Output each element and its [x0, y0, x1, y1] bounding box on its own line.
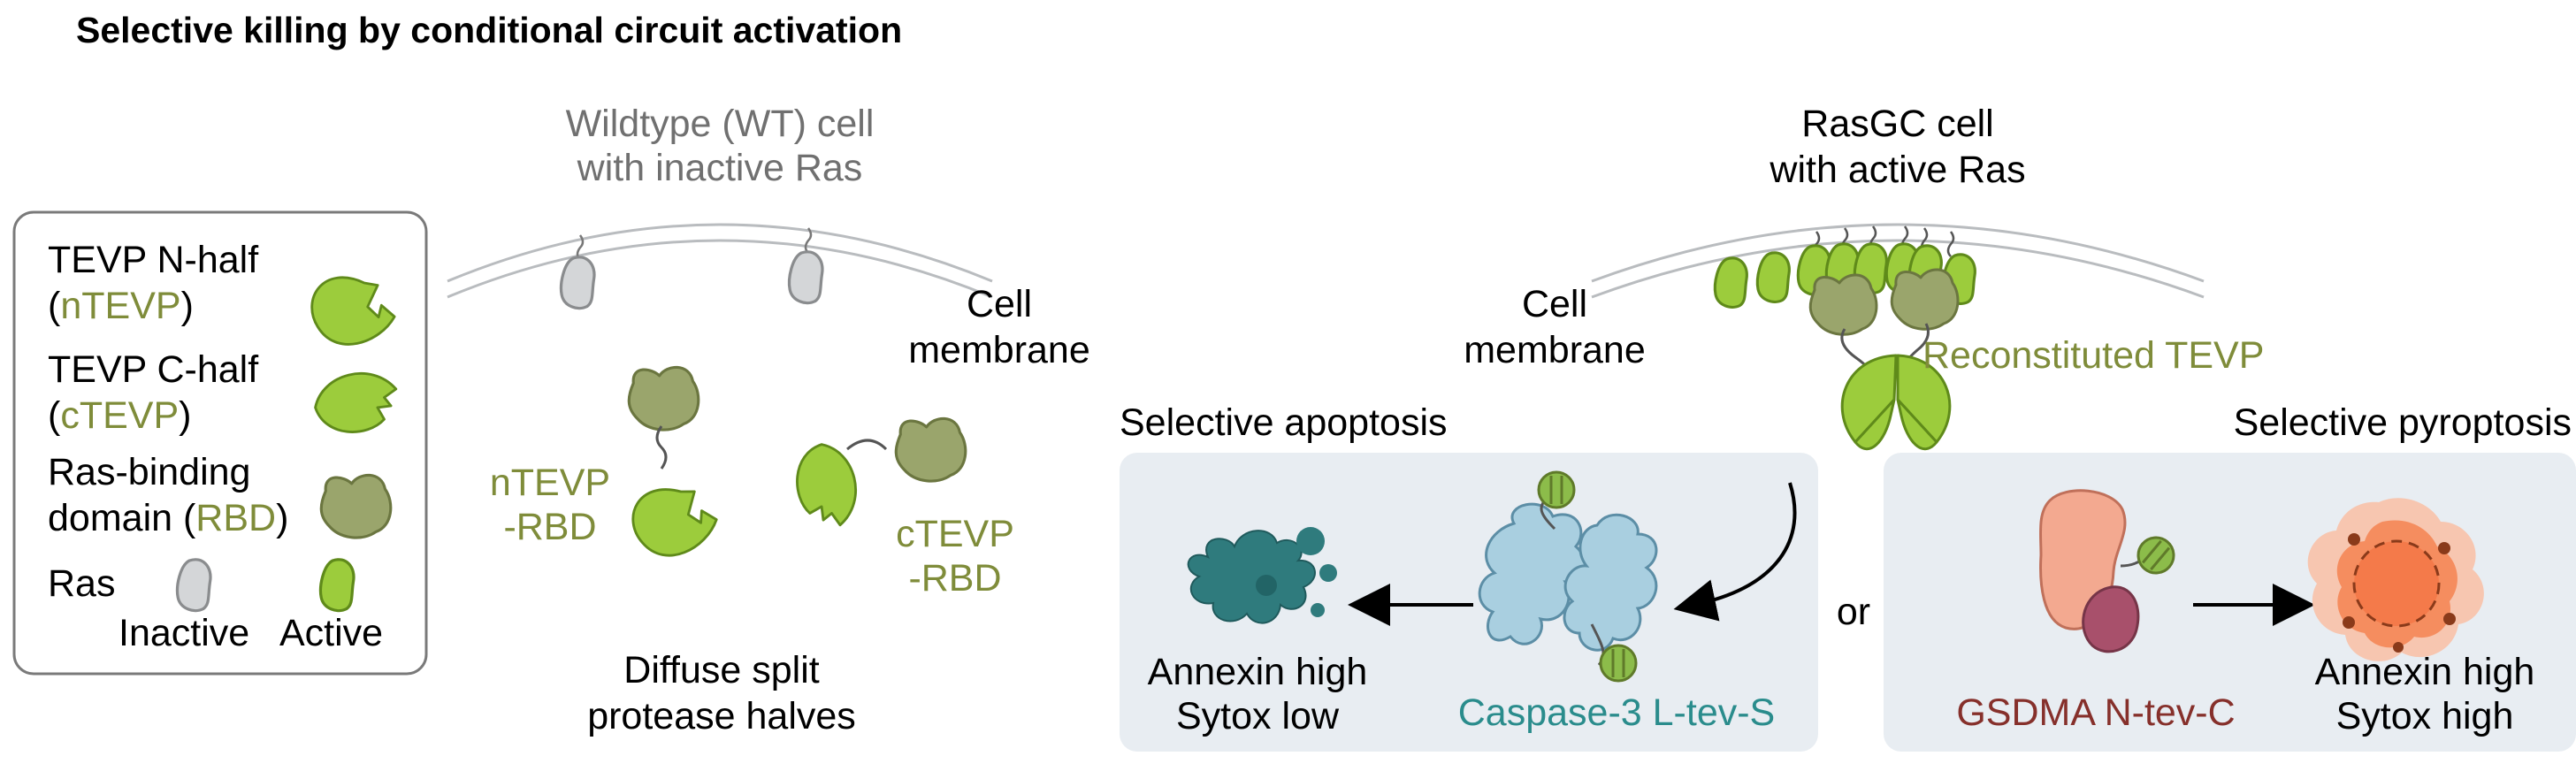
legend-chalf-label: TEVP C-half: [48, 348, 259, 391]
wt-ntevp-rbd-domain: [627, 365, 700, 432]
wt-cell-title-line1: Wildtype (WT) cell: [566, 103, 875, 145]
wt-ras-inactive-2: [787, 250, 824, 305]
pyroptosis-result-line2: Sytox high: [2336, 695, 2514, 737]
reconstituted-tevp: [1840, 354, 1952, 451]
wt-ctevp-half: [796, 443, 858, 527]
gsdma-construct-label: GSDMA N-tev-C: [1956, 691, 2235, 734]
apoptosis-panel: Selective apoptosis Annexin high Sytox l…: [1120, 401, 1818, 752]
legend-active-label: Active: [279, 612, 383, 654]
wt-ctevp-label-line2: -RBD: [908, 557, 1001, 600]
legend-ras-label: Ras: [48, 562, 115, 605]
caspase-cleavage-site-bottom: [1599, 644, 1638, 683]
legend-box: TEVP N-half (nTEVP) TEVP C-half (cTEVP) …: [12, 210, 428, 676]
pyroptosis-result-line1: Annexin high: [2315, 651, 2535, 693]
legend-nhalf-abbr: (nTEVP): [48, 285, 194, 327]
apoptosis-result-line1: Annexin high: [1148, 651, 1368, 693]
apoptotic-cell-icon: [1187, 527, 1337, 624]
legend-rbd-label: Ras-binding: [48, 451, 250, 493]
caspase-cleavage-site-top: [1537, 470, 1576, 509]
apoptosis-heading: Selective apoptosis: [1120, 401, 1448, 444]
or-connector: or: [1837, 591, 1870, 633]
ras-active-icon: [318, 558, 355, 613]
figure-title: Selective killing by conditional circuit…: [76, 10, 902, 50]
wt-membrane-label-line1: Cell: [967, 283, 1032, 325]
wt-ras-inactive-1: [559, 256, 596, 310]
apoptosis-result-line2: Sytox low: [1176, 695, 1340, 737]
wt-cell-title-line2: with inactive Ras: [577, 147, 863, 189]
legend-nhalf-label: TEVP N-half: [48, 239, 259, 281]
legend-rbd-abbr-text: RBD: [195, 497, 276, 539]
wt-ntevp-half: [620, 469, 724, 571]
wt-caption-line2: protease halves: [587, 695, 856, 737]
gsdma-protein-icon: [2038, 489, 2182, 653]
wt-ntevp-label-line1: nTEVP: [490, 462, 610, 504]
wt-ctevp-rbd-domain: [894, 416, 967, 483]
legend-nhalf-abbr-text: nTEVP: [60, 285, 180, 327]
rasgc-title-line2: with active Ras: [1769, 149, 2025, 191]
rasgc-membrane-outer: [1591, 223, 2205, 283]
wt-membrane-inner: [447, 239, 993, 299]
pyroptotic-cell-icon: [2307, 498, 2484, 661]
ras-inactive-icon: [175, 558, 212, 613]
caspase3-dimer-icon: [1478, 470, 1658, 683]
rasgc-membrane-label-line1: Cell: [1522, 283, 1587, 325]
pyroptosis-panel: Selective pyroptosis GSDMA N-tev-C Annex…: [1884, 401, 2576, 752]
legend-chalf-abbr: (cTEVP): [48, 394, 191, 437]
rasgc-cell-panel: RasGC cell with active Ras Cel: [1464, 103, 2264, 451]
caspase-construct-label: Caspase-3 L-tev-S: [1458, 691, 1776, 734]
wt-caption-line1: Diffuse split: [623, 649, 820, 691]
legend-rbd-abbr: domain (RBD): [48, 497, 288, 539]
rasgc-title-line1: RasGC cell: [1801, 103, 1993, 145]
legend-chalf-abbr-text: cTEVP: [60, 394, 179, 437]
wt-membrane-label-line2: membrane: [908, 329, 1090, 371]
wt-ntevp-label-line2: -RBD: [503, 506, 596, 548]
rasgc-membrane-label-line2: membrane: [1464, 329, 1646, 371]
wt-membrane-outer: [447, 223, 993, 283]
wt-cell-panel: Wildtype (WT) cell with inactive Ras Cel…: [447, 103, 1090, 737]
tevp-to-caspase-arrow: [1673, 482, 1797, 622]
rbd-icon: [319, 473, 393, 539]
wt-ctevp-label-line1: cTEVP: [896, 513, 1014, 555]
apoptosis-panel-bg: [1120, 453, 1818, 752]
legend-inactive-label: Inactive: [118, 612, 249, 654]
rasgc-membrane-inner: [1591, 239, 2205, 299]
pyroptosis-heading: Selective pyroptosis: [2234, 401, 2572, 444]
reconstituted-tevp-label: Reconstituted TEVP: [1922, 334, 2264, 377]
